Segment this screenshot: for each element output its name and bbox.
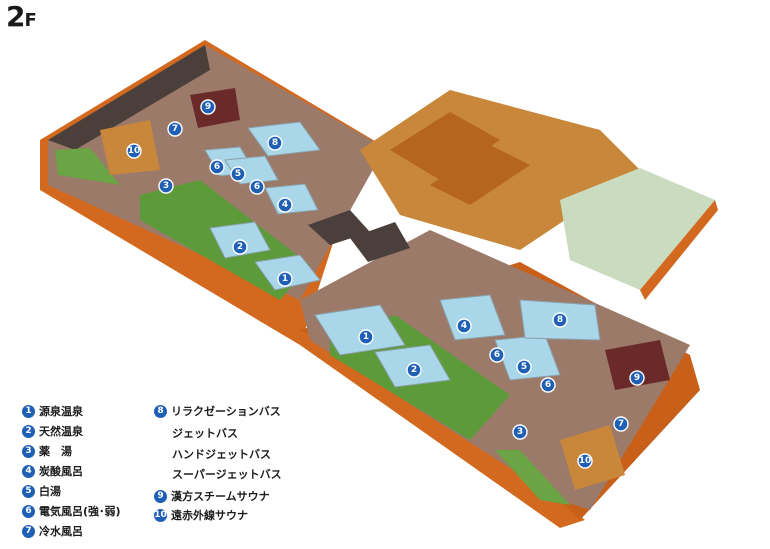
sauna-room-9-right [605, 340, 670, 390]
svg-text:9: 9 [634, 373, 640, 383]
legend-item-1: 1 源泉温泉 [22, 403, 83, 419]
legend-label: 天然温泉 [39, 425, 83, 438]
svg-text:8: 8 [557, 315, 563, 325]
marker-6-right-b[interactable]: 6 [540, 377, 556, 393]
marker-2-right[interactable]: 2 [406, 362, 422, 378]
svg-text:10: 10 [579, 456, 592, 466]
floor-label: 2F [6, 0, 37, 33]
legend-num: 7 [22, 524, 35, 538]
marker-10-right[interactable]: 10 [577, 453, 593, 469]
marker-10-left[interactable]: 10 [126, 143, 142, 159]
legend-num: 1 [22, 404, 35, 418]
svg-text:4: 4 [461, 321, 467, 331]
svg-text:2: 2 [237, 242, 243, 252]
marker-3-right[interactable]: 3 [512, 424, 528, 440]
legend-sub-jet: ジェットバス [172, 427, 238, 440]
legend-num: 8 [154, 404, 167, 418]
legend-item-10: 10 遠赤外線サウナ [154, 507, 248, 523]
roof-center-a [308, 210, 370, 245]
floor-number: 2 [6, 0, 26, 33]
legend-label: 漢方スチームサウナ [171, 490, 270, 503]
pool-left-8 [247, 121, 321, 157]
legend-label: リラクゼーションバス [171, 405, 281, 418]
legend-num: 2 [22, 424, 35, 438]
svg-text:7: 7 [618, 419, 624, 429]
svg-text:8: 8 [272, 138, 278, 148]
svg-text:1: 1 [282, 274, 288, 284]
legend-item-5: 5 白湯 [22, 483, 61, 499]
svg-text:6: 6 [494, 350, 500, 360]
lounge-counters-2 [430, 145, 530, 205]
legend-sub-super-jet: スーパージェットバス [172, 468, 282, 481]
marker-7-left[interactable]: 7 [167, 121, 183, 137]
legend-num: 3 [22, 444, 35, 458]
svg-text:1: 1 [363, 332, 369, 342]
roof-block [48, 45, 210, 150]
marker-8-right[interactable]: 8 [552, 312, 568, 328]
legend-label: 炭酸風呂 [39, 465, 83, 478]
marker-5-right[interactable]: 5 [516, 359, 532, 375]
tatami-area [560, 168, 715, 290]
marker-1-left[interactable]: 1 [277, 271, 293, 287]
svg-text:3: 3 [163, 181, 169, 191]
legend-label: 電気風呂(強･弱) [39, 505, 121, 518]
legend-item-6: 6 電気風呂(強･弱) [22, 503, 121, 519]
svg-text:6: 6 [254, 182, 260, 192]
left-garden-edge [55, 148, 120, 185]
marker-4-left[interactable]: 4 [277, 197, 293, 213]
marker-4-right[interactable]: 4 [456, 318, 472, 334]
legend-label: 遠赤外線サウナ [171, 509, 248, 522]
legend-num: 4 [22, 464, 35, 478]
legend-item-8: 8 リラクゼーションバス [154, 403, 281, 419]
legend-label: 源泉温泉 [39, 405, 83, 418]
svg-text:6: 6 [545, 380, 551, 390]
floor-suffix: F [24, 10, 36, 31]
legend-item-7: 7 冷水風呂 [22, 523, 83, 539]
svg-text:5: 5 [235, 169, 241, 179]
legend-label: 白湯 [39, 485, 61, 498]
right-garden-edge [495, 450, 570, 505]
legend-item-9: 9 漢方スチームサウナ [154, 488, 270, 504]
svg-text:7: 7 [172, 124, 178, 134]
legend-label: 冷水風呂 [39, 525, 83, 538]
marker-6-right-a[interactable]: 6 [489, 347, 505, 363]
legend-sub-hand-jet: ハンドジェットバス [172, 448, 271, 461]
legend-num: 6 [22, 504, 35, 518]
marker-6-left-b[interactable]: 6 [249, 179, 265, 195]
sauna-room-10-right [560, 425, 625, 490]
svg-text:6: 6 [214, 162, 220, 172]
legend-item-4: 4 炭酸風呂 [22, 463, 83, 479]
legend-label: 薬 湯 [39, 445, 72, 458]
svg-text:2: 2 [411, 365, 417, 375]
marker-2-left[interactable]: 2 [232, 239, 248, 255]
marker-5-left[interactable]: 5 [230, 166, 246, 182]
marker-3-left[interactable]: 3 [158, 178, 174, 194]
legend-num: 10 [154, 508, 167, 522]
tatami-edge [640, 200, 718, 300]
roof-center-b [350, 222, 410, 262]
marker-9-left[interactable]: 9 [200, 99, 216, 115]
marker-9-right[interactable]: 9 [629, 370, 645, 386]
svg-text:10: 10 [128, 146, 141, 156]
lounge-counters [390, 112, 500, 180]
pool-right-4 [439, 294, 506, 341]
svg-text:9: 9 [205, 102, 211, 112]
marker-6-left-a[interactable]: 6 [209, 159, 225, 175]
marker-7-right[interactable]: 7 [613, 416, 629, 432]
legend-num: 5 [22, 484, 35, 498]
legend-item-3: 3 薬 湯 [22, 443, 72, 459]
svg-text:3: 3 [517, 427, 523, 437]
marker-8-left[interactable]: 8 [267, 135, 283, 151]
legend-item-2: 2 天然温泉 [22, 423, 83, 439]
marker-1-right[interactable]: 1 [358, 329, 374, 345]
pool-right-1 [314, 304, 406, 356]
svg-text:5: 5 [521, 362, 527, 372]
legend-num: 9 [154, 489, 167, 503]
svg-text:4: 4 [282, 200, 288, 210]
